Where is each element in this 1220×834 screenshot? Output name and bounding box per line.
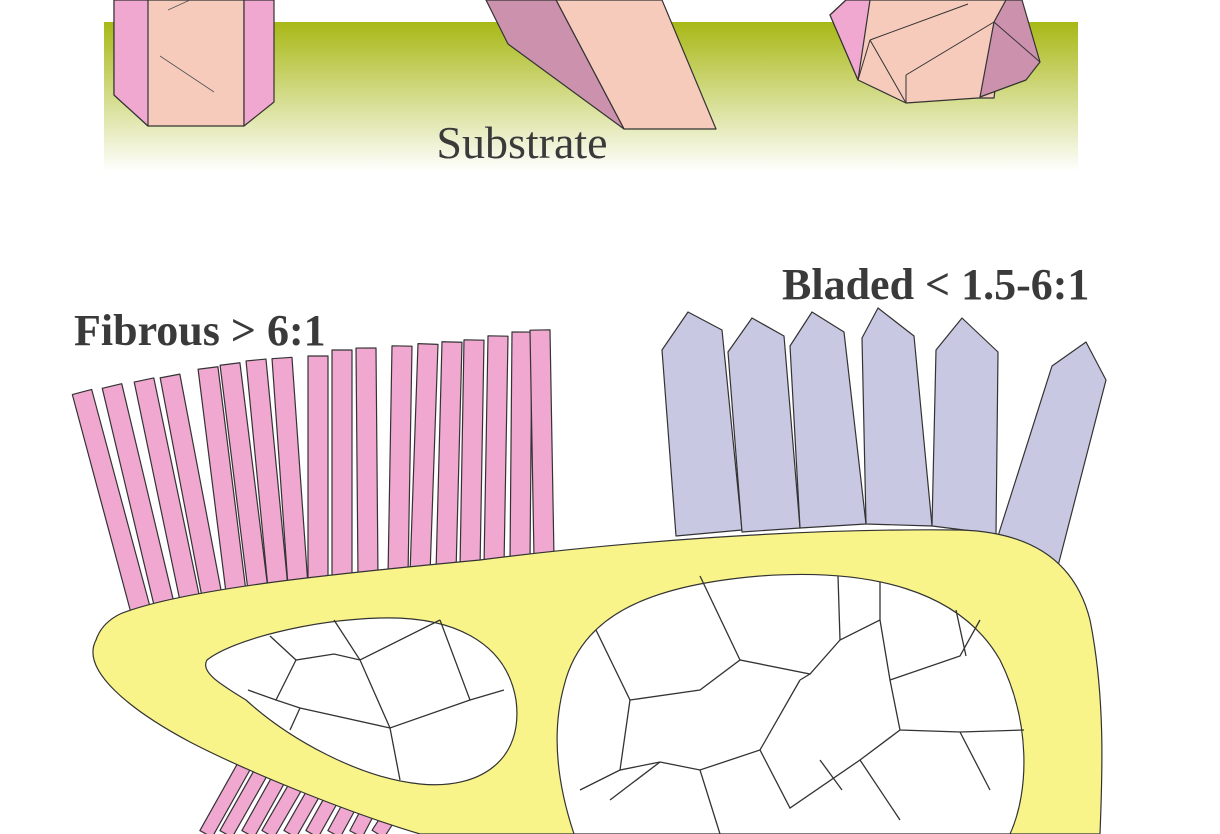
bladed-crystals xyxy=(661,307,1107,567)
fiber-crystal xyxy=(331,349,353,581)
equant-left-face xyxy=(829,0,871,81)
blade-side-face xyxy=(485,0,625,130)
fiber-crystal xyxy=(387,345,413,577)
fiber-crystal xyxy=(355,347,379,579)
bladed-crystal xyxy=(485,0,717,130)
blade-crystal xyxy=(997,341,1107,567)
prism-right-face xyxy=(243,0,275,127)
fiber-crystal xyxy=(509,331,533,563)
blade-crystal xyxy=(861,307,933,527)
fiber-crystal xyxy=(459,339,485,569)
bladed-label: Bladed < 1.5-6:1 xyxy=(782,260,1089,309)
mosaic-right xyxy=(579,575,1025,834)
cement-grain xyxy=(92,529,1103,834)
blade-crystal xyxy=(931,317,999,535)
blade-crystal xyxy=(789,311,867,529)
fiber-crystal xyxy=(435,341,463,573)
blade-crystal xyxy=(727,317,801,533)
prism-left-face xyxy=(113,0,149,127)
fibrous-label: Fibrous > 6:1 xyxy=(74,306,326,355)
fiber-crystal xyxy=(409,343,439,575)
substrate-panel: Substrate xyxy=(104,0,1078,172)
mosaic-left xyxy=(247,619,505,781)
equant-crystal xyxy=(829,0,1041,104)
fibrous-crystals xyxy=(71,329,555,612)
fiber-crystal xyxy=(483,335,509,567)
blade-crystal xyxy=(661,311,743,537)
fiber-crystal xyxy=(529,329,555,559)
substrate-label: Substrate xyxy=(436,117,607,168)
prismatic-crystal xyxy=(113,0,275,127)
fiber-crystal xyxy=(307,355,329,583)
